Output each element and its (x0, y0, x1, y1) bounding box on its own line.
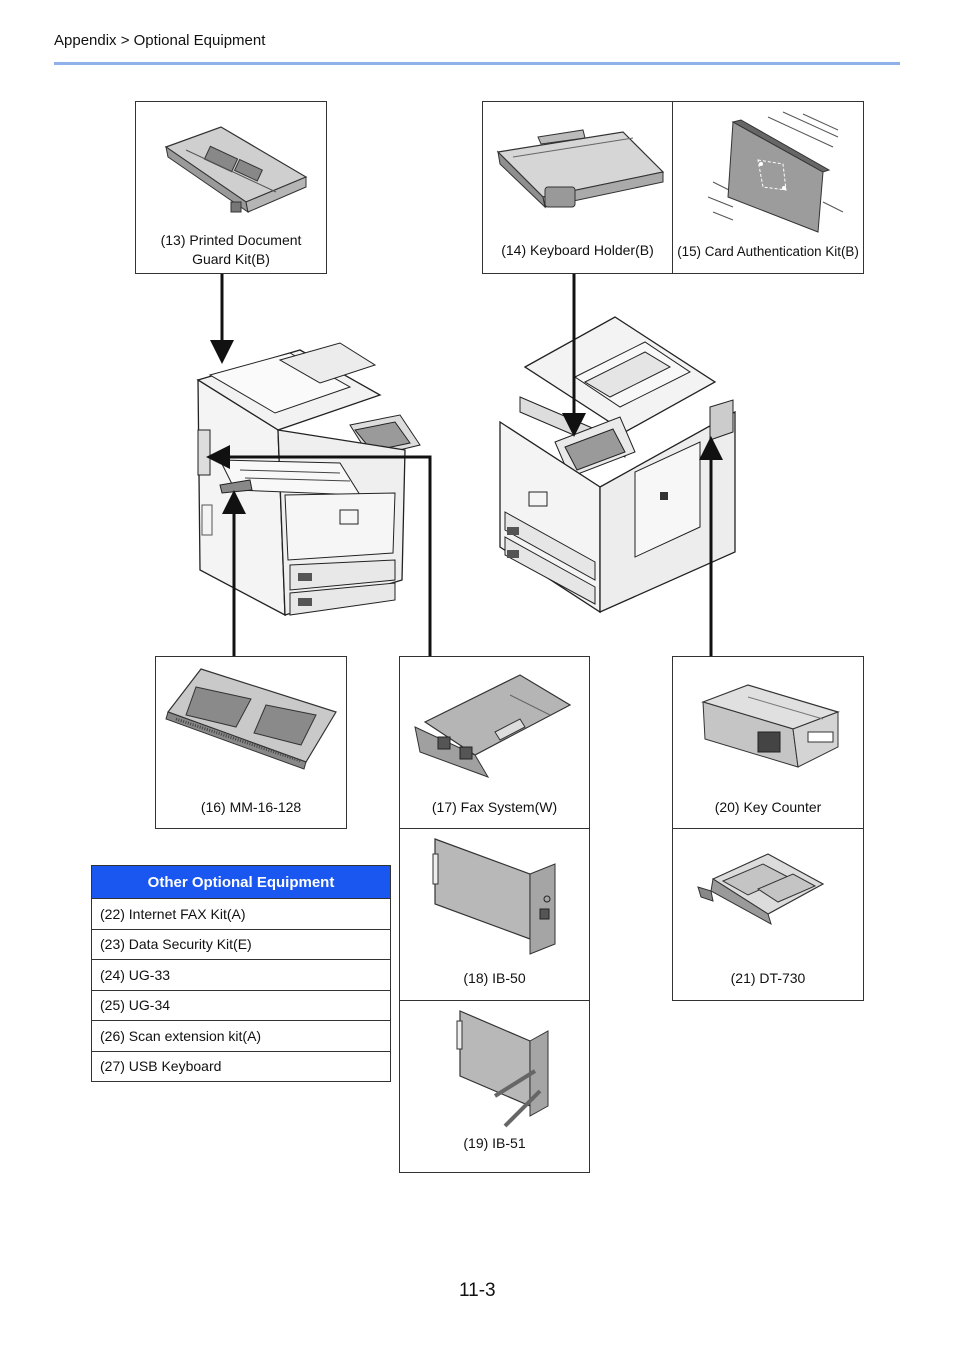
header-rule (54, 62, 900, 65)
network-card-illustration (456, 1010, 549, 1128)
caption: (19) IB-51 (463, 1135, 526, 1151)
item-ib50: (18) IB-50 (399, 828, 590, 1001)
mfp-printer-illustration (196, 342, 421, 617)
caption: (20) Key Counter (714, 799, 822, 815)
caption: (17) Fax System(W) (431, 799, 558, 815)
network-card-illustration (432, 838, 556, 955)
item-card-authentication: (15) Card Authentication Kit(B) (672, 101, 864, 274)
keyboard-holder-illustration (496, 129, 665, 209)
item-dt730: (21) DT-730 (672, 828, 864, 1001)
item-memory: (16) MM-16-128 (155, 656, 347, 829)
table-row: (27) USB Keyboard (91, 1050, 391, 1082)
table-row: (25) UG-34 (91, 989, 391, 1021)
document-tray-illustration (697, 853, 825, 926)
page-number: 11-3 (459, 1280, 496, 1301)
breadcrumb: Appendix > Optional Equipment (54, 32, 266, 49)
table-row: (26) Scan extension kit(A) (91, 1020, 391, 1052)
caption: (14) Keyboard Holder(B) (501, 242, 654, 258)
item-ib51: (19) IB-51 (399, 1000, 590, 1173)
guard-kit-illustration (164, 126, 308, 214)
caption: (16) MM-16-128 (200, 799, 302, 815)
key-counter-illustration (701, 684, 840, 768)
card-reader-illustration (707, 111, 844, 233)
caption: (18) IB-50 (463, 970, 526, 986)
caption: (21) DT-730 (730, 970, 806, 986)
fax-board-illustration (414, 674, 572, 778)
item-fax-system: (17) Fax System(W) (399, 656, 590, 829)
table-row: (22) Internet FAX Kit(A) (91, 898, 391, 930)
item-printed-document-guard: (13) Printed Document Guard Kit(B) (135, 101, 327, 274)
other-equipment-table: Other Optional Equipment (22) Internet F… (91, 865, 391, 1082)
caption-line: Guard Kit(B) (192, 251, 270, 267)
table-header: Other Optional Equipment (91, 865, 391, 899)
table-row: (23) Data Security Kit(E) (91, 928, 391, 960)
table-row: (24) UG-33 (91, 959, 391, 991)
memory-module-illustration (165, 668, 337, 770)
caption-line: (13) Printed Document (160, 232, 302, 248)
item-keyboard-holder: (14) Keyboard Holder(B) (482, 101, 673, 274)
caption: (15) Card Authentication Kit(B) (677, 244, 859, 259)
item-key-counter: (20) Key Counter (672, 656, 864, 829)
